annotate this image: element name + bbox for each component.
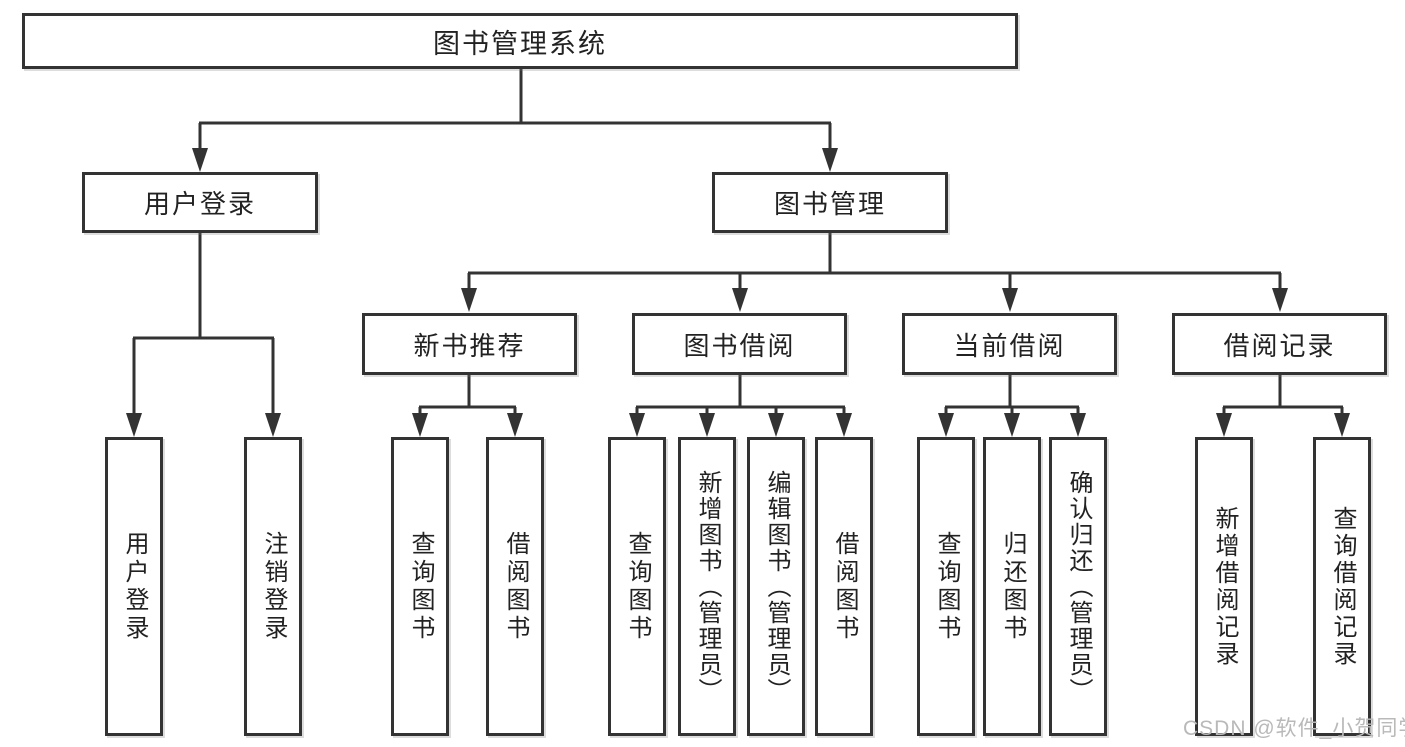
node-current-borrow: 当前借阅: [902, 313, 1117, 375]
leaf-edit-book-admin: 编辑图书（管理员）: [747, 437, 805, 736]
node-book-borrow: 图书借阅: [632, 313, 847, 375]
node-new-book-recommend: 新书推荐: [362, 313, 577, 375]
leaf-query-book-recommend: 查询图书: [391, 437, 449, 736]
node-borrow-record: 借阅记录: [1172, 313, 1387, 375]
leaf-add-borrow-record: 新增借阅记录: [1195, 437, 1253, 736]
leaf-borrow-book: 借阅图书: [815, 437, 873, 736]
node-book-management: 图书管理: [712, 172, 948, 233]
leaf-query-book-current: 查询图书: [917, 437, 975, 736]
arrowheads: [126, 148, 1350, 437]
csdn-watermark: CSDN @软件_小贺同学: [1183, 717, 1405, 740]
node-user-login: 用户登录: [82, 172, 318, 233]
leaf-borrow-book-recommend: 借阅图书: [486, 437, 544, 736]
leaf-add-book-admin: 新增图书（管理员）: [678, 437, 736, 736]
leaf-user-login: 用户登录: [105, 437, 163, 736]
node-root-library-system: 图书管理系统: [22, 13, 1018, 69]
leaf-query-borrow-record: 查询借阅记录: [1313, 437, 1371, 736]
leaf-logout-login: 注销登录: [244, 437, 302, 736]
leaf-confirm-return-admin: 确认归还（管理员）: [1049, 437, 1107, 736]
leaf-query-book: 查询图书: [608, 437, 666, 736]
leaf-return-book: 归还图书: [983, 437, 1041, 736]
